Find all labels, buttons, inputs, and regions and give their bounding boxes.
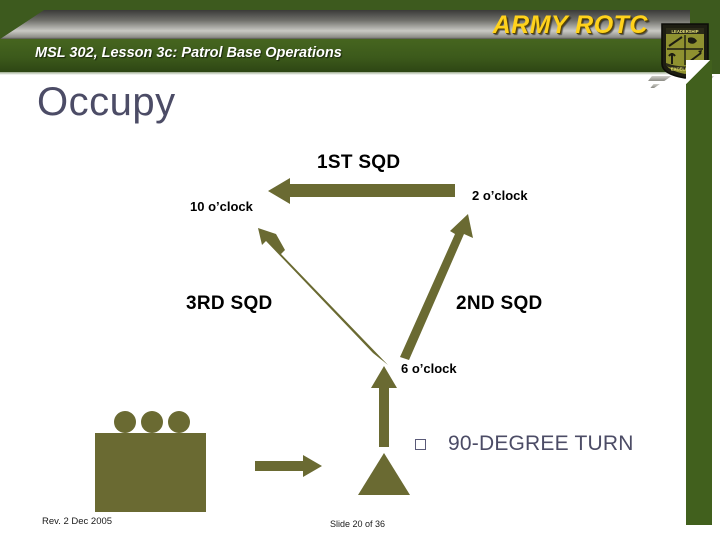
footer-slide-counter: Slide 20 of 36 — [330, 519, 386, 529]
right-accent-bar — [686, 84, 712, 525]
svg-text:LEADERSHIP: LEADERSHIP — [672, 29, 699, 34]
header-underline — [0, 72, 692, 75]
arrow-second-squad — [400, 214, 473, 360]
arrow-movement-right — [255, 455, 322, 477]
header-title-band — [0, 39, 690, 72]
arrow-third-squad — [258, 228, 388, 365]
header-silver-band — [0, 10, 690, 39]
label-second-squad: 2ND SQD — [456, 293, 543, 314]
formation-dot — [141, 411, 163, 433]
label-six-oclock: 6 o’clock — [401, 361, 457, 376]
right-bar-bevel — [686, 60, 712, 86]
formation-dot — [168, 411, 190, 433]
svg-text:EXCELLENCE: EXCELLENCE — [671, 67, 699, 72]
arrow-first-squad — [268, 178, 455, 204]
army-rotc-brand: ARMY ROTC — [492, 11, 648, 39]
arrow-ninety-degree-turn — [371, 366, 397, 447]
label-third-squad: 3RD SQD — [186, 293, 273, 314]
label-first-squad: 1ST SQD — [317, 152, 401, 173]
legend-label: 90-DEGREE TURN — [448, 432, 634, 455]
label-two-oclock: 2 o’clock — [472, 188, 528, 203]
square-bullet-icon — [415, 438, 426, 450]
footer-revision: Rev. 2 Dec 2005 — [42, 516, 113, 527]
legend-ninety-degree-turn: 90-DEGREE TURN — [415, 432, 634, 456]
lesson-title: MSL 302, Lesson 3c: Patrol Base Operatio… — [35, 45, 342, 61]
label-ten-oclock: 10 o’clock — [190, 199, 253, 214]
formation-block — [95, 433, 206, 512]
formation-dot — [114, 411, 136, 433]
page-title: Occupy — [37, 80, 176, 124]
triangle-marker — [358, 453, 410, 495]
